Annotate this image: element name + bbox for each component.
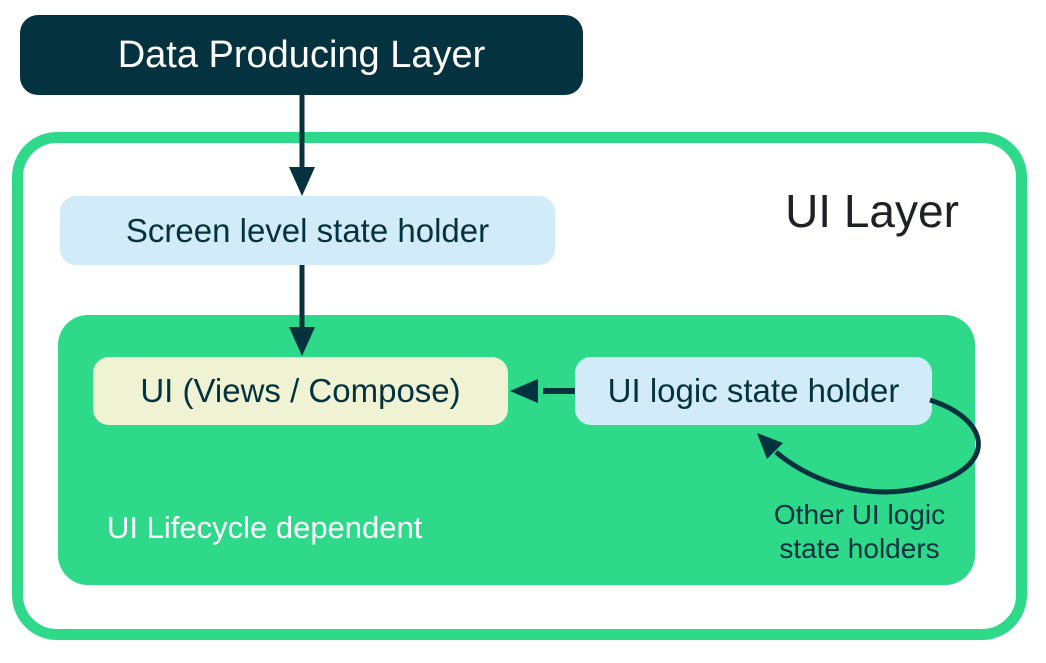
node-screen-level-state-holder-label: Screen level state holder: [125, 211, 490, 249]
node-ui-logic-state-holder: UI logic state holder: [575, 357, 932, 425]
ui-lifecycle-dependent-label: UI Lifecycle dependent: [107, 510, 423, 545]
node-screen-level-state-holder: Screen level state holder: [60, 196, 555, 265]
other-ui-logic-state-holders-label: Other UI logic state holders: [773, 499, 946, 565]
ui-layer-title: UI Layer: [785, 185, 959, 237]
node-ui-logic-state-holder-label: UI logic state holder: [607, 372, 900, 409]
node-ui-views-compose: UI (Views / Compose): [93, 357, 508, 425]
node-data-producing-layer: Data Producing Layer: [20, 15, 583, 95]
node-data-producing-layer-label: Data Producing Layer: [117, 33, 486, 76]
node-ui-views-compose-label: UI (Views / Compose): [140, 372, 461, 409]
